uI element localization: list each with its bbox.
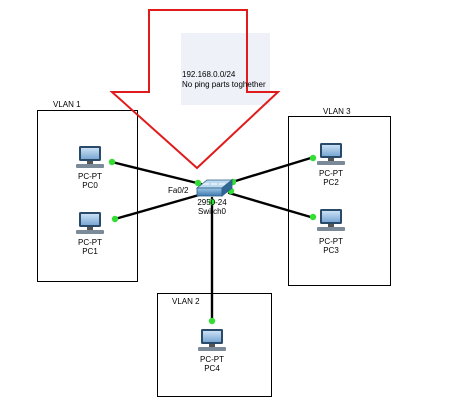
vlan2-label: VLAN 2 xyxy=(172,297,200,306)
pc1-type: PC-PT xyxy=(78,238,102,247)
switch-port-label: Fa0/2 xyxy=(168,186,189,195)
annotation-note: 192.168.0.0/24 No ping parts toghether xyxy=(182,70,266,90)
note-background xyxy=(181,33,270,105)
switch-icon[interactable] xyxy=(195,179,234,197)
port-dot-pc2 xyxy=(309,154,317,162)
pc4-type: PC-PT xyxy=(200,355,224,364)
switch-label: 2950-24 Switch0 xyxy=(188,198,236,216)
vlan1-label: VLAN 1 xyxy=(53,100,81,109)
pc3-name: PC3 xyxy=(323,246,339,255)
links xyxy=(110,155,316,324)
pc1-name: PC1 xyxy=(82,247,98,256)
vlan1-box[interactable] xyxy=(37,110,138,282)
pc1-label: PC-PT PC1 xyxy=(70,238,110,256)
port-dot-sw-pc0 xyxy=(194,179,202,187)
pc2-name: PC2 xyxy=(323,178,339,187)
port-dot-sw-pc4 xyxy=(208,198,216,206)
link-pc2-switch[interactable] xyxy=(227,155,316,185)
vlan2-box[interactable] xyxy=(157,293,272,397)
port-dot-pc0 xyxy=(108,158,116,166)
switch-model: 2950-24 xyxy=(197,198,227,207)
pc0-type: PC-PT xyxy=(78,172,102,181)
port-dot-pc4 xyxy=(208,317,216,325)
switch-name: Switch0 xyxy=(197,207,226,216)
pc4-label: PC-PT PC4 xyxy=(192,355,232,373)
vlan3-label: VLAN 3 xyxy=(323,107,351,116)
pc0-label: PC-PT PC0 xyxy=(70,172,110,190)
pc3-computer-icon[interactable] xyxy=(317,209,345,231)
pc1-computer-icon[interactable] xyxy=(76,212,104,234)
annotation-comment: No ping parts toghether xyxy=(182,80,266,89)
annotation-subnet: 192.168.0.0/24 xyxy=(182,70,236,79)
link-pc0-switch[interactable] xyxy=(110,160,203,186)
pc3-label: PC-PT PC3 xyxy=(311,237,351,255)
pc2-computer-icon[interactable] xyxy=(317,143,345,165)
pc2-label: PC-PT PC2 xyxy=(311,169,351,187)
pc4-computer-icon[interactable] xyxy=(198,329,226,351)
pc3-type: PC-PT xyxy=(319,237,343,246)
vlan3-box[interactable] xyxy=(288,116,391,286)
pc0-computer-icon[interactable] xyxy=(76,146,104,168)
pc0-name: PC0 xyxy=(82,181,98,190)
link-pc3-switch[interactable] xyxy=(227,191,316,220)
link-pc1-switch[interactable] xyxy=(113,193,201,221)
port-dot-pc3 xyxy=(309,213,317,221)
down-arrow-icon xyxy=(109,9,281,170)
pc2-type: PC-PT xyxy=(319,169,343,178)
pc4-name: PC4 xyxy=(204,364,220,373)
port-dot-pc1 xyxy=(111,215,119,223)
